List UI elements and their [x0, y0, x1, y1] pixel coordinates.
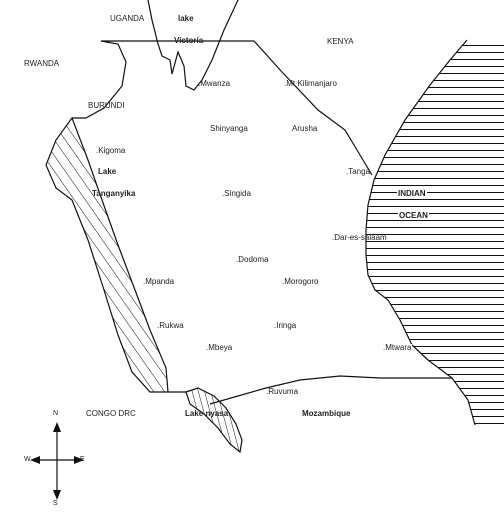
label-mtwara: .Mtwara — [382, 343, 413, 352]
label-lake-victoria-top: lake — [178, 14, 194, 23]
label-mpanda: .Mpanda — [143, 277, 175, 286]
label-dodoma: .Dodoma — [236, 255, 269, 264]
label-arusha: Arusha — [292, 124, 318, 133]
lake-tanganyika-shape — [45, 116, 169, 393]
compass-east-label: E — [80, 456, 85, 463]
compass-rose — [30, 422, 84, 500]
label-lake-victoria-bottom: Victoria — [174, 36, 204, 45]
label-lake-tanganyika-bottom: Tanganyika — [92, 189, 136, 198]
label-iringa: .Iringa — [274, 321, 297, 330]
coastline — [365, 39, 476, 426]
label-shinyanga: Shinyanga — [210, 124, 248, 133]
compass-north-label: N — [53, 410, 59, 417]
label-congo: CONGO DRC — [86, 409, 136, 418]
lake-nyasa-shape — [185, 387, 243, 454]
label-morogoro: .Morogoro — [282, 277, 319, 286]
label-dar-es-salaam: .Dar-es-salaam — [332, 233, 387, 242]
label-mozambique: Mozambique — [302, 409, 351, 418]
label-kigoma: .Kigoma — [96, 146, 126, 155]
label-uganda: UGANDA — [110, 14, 145, 23]
label-rwanda: RWANDA — [24, 59, 60, 68]
label-kenya: KENYA — [327, 37, 354, 46]
label-burundi: BURUNDI — [88, 101, 125, 110]
lake-victoria-shore — [147, 0, 239, 91]
label-rukwa: .Rukwa — [157, 321, 184, 330]
tanzania-border — [72, 40, 452, 405]
compass-south-label: S — [53, 500, 58, 507]
compass-west-label: W — [24, 456, 31, 463]
label-lake-nyasa: Lake nyasa — [185, 409, 229, 418]
label-tanga: .Tanga — [346, 167, 371, 176]
label-mwanza: .Mwanza — [198, 79, 231, 88]
indian-ocean-area — [366, 40, 504, 425]
label-singida: .Singida — [222, 189, 251, 198]
label-mbeya: .Mbeya — [206, 343, 233, 352]
label-lake-tanganyika-top: Lake — [98, 167, 117, 176]
label-ruvuma: .Ruvuma — [266, 387, 299, 396]
label-indian-ocean-bottom: OCEAN — [398, 211, 429, 220]
label-indian-ocean-top: INDIAN — [397, 189, 427, 198]
label-kilimanjaro: .Mt Kilimanjaro — [284, 79, 337, 88]
